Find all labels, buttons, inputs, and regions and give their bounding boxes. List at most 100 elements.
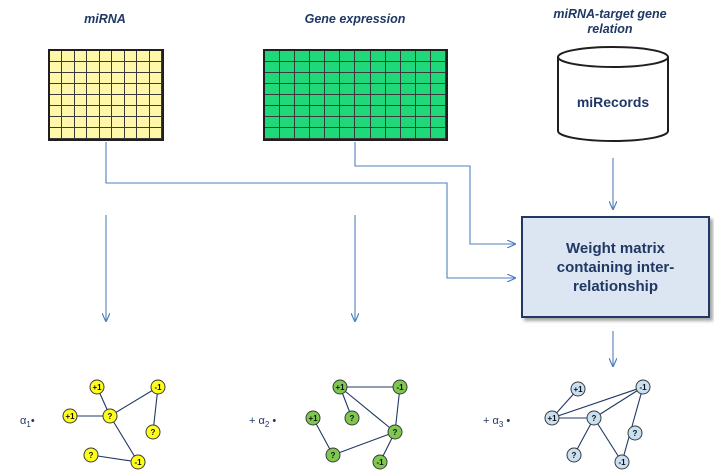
- matrix-cell: [355, 51, 371, 62]
- matrix-cell: [310, 84, 326, 95]
- network-edge: [593, 386, 644, 419]
- network-node: -1: [372, 454, 388, 470]
- matrix-cell: [99, 117, 113, 128]
- matrix-cell: [124, 106, 138, 117]
- matrix-cell: [74, 95, 88, 106]
- matrix-cell: [137, 117, 150, 128]
- matrix-cell: [280, 62, 296, 73]
- matrix-cell: [137, 128, 150, 139]
- matrix-cell: [385, 62, 401, 73]
- matrix-cell: [62, 128, 75, 139]
- matrix-cell: [87, 84, 100, 95]
- matrix-cell: [295, 51, 311, 62]
- matrix-cell: [310, 62, 326, 73]
- matrix-cell: [137, 106, 150, 117]
- network-edge: [394, 386, 401, 433]
- mirna-network: +1-1+1???-1: [62, 379, 166, 470]
- matrix-cell: [325, 95, 341, 106]
- matrix-cell: [280, 73, 296, 84]
- matrix-cell: [310, 73, 326, 84]
- matrix-cell: [74, 128, 88, 139]
- matrix-cell: [340, 106, 356, 117]
- matrix-cell: [325, 128, 341, 139]
- matrix-cell: [340, 117, 356, 128]
- matrix-cell: [280, 95, 296, 106]
- network-edge: [621, 386, 644, 463]
- matrix-cell: [124, 117, 138, 128]
- node-label: ?: [350, 414, 355, 423]
- matrix-cell: [370, 62, 386, 73]
- matrix-cell: [310, 128, 326, 139]
- node-label: -1: [618, 458, 626, 467]
- relation-title: miRNA-target gene relation: [553, 7, 667, 36]
- matrix-cell: [124, 62, 138, 73]
- node-label: ?: [108, 412, 113, 421]
- network-edge: [109, 415, 139, 463]
- gene-to-weight-connector: [354, 142, 515, 244]
- network-edge: [332, 431, 396, 456]
- matrix-cell: [430, 95, 446, 106]
- matrix-cell: [355, 84, 371, 95]
- matrix-cell: [265, 73, 281, 84]
- matrix-cell: [295, 62, 311, 73]
- matrix-cell: [295, 106, 311, 117]
- matrix-cell: [325, 73, 341, 84]
- matrix-cell: [112, 106, 125, 117]
- matrix-cell: [50, 106, 63, 117]
- matrix-cell: [310, 106, 326, 117]
- matrix-cell: [74, 62, 88, 73]
- matrix-cell: [87, 62, 100, 73]
- network-edge: [152, 386, 159, 433]
- matrix-cell: [430, 117, 446, 128]
- matrix-cell: [87, 117, 100, 128]
- matrix-cell: [355, 117, 371, 128]
- matrix-cell: [340, 95, 356, 106]
- matrix-cell: [87, 51, 100, 62]
- matrix-cell: [280, 84, 296, 95]
- matrix-cell: [370, 84, 386, 95]
- matrix-cell: [340, 51, 356, 62]
- matrix-cell: [62, 117, 75, 128]
- weight-matrix-box: Weight matrix containing inter-relations…: [521, 216, 710, 318]
- matrix-cell: [124, 84, 138, 95]
- matrix-cell: [280, 128, 296, 139]
- matrix-cell: [265, 84, 281, 95]
- matrix-cell: [62, 106, 75, 117]
- matrix-cell: [430, 62, 446, 73]
- network-edge: [551, 386, 644, 419]
- matrix-cell: [124, 73, 138, 84]
- matrix-cell: [112, 51, 125, 62]
- matrix-cell: [99, 51, 113, 62]
- matrix-cell: [385, 128, 401, 139]
- matrix-cell: [400, 62, 416, 73]
- matrix-cell: [62, 95, 75, 106]
- matrix-cell: [340, 62, 356, 73]
- network-node: +1: [305, 410, 321, 426]
- matrix-cell: [415, 73, 431, 84]
- network-node: +1: [570, 381, 586, 397]
- matrix-cell: [370, 51, 386, 62]
- matrix-cell: [99, 95, 113, 106]
- matrix-cell: [430, 106, 446, 117]
- database-cylinder: [557, 46, 669, 142]
- matrix-cell: [400, 51, 416, 62]
- node-label: -1: [396, 383, 404, 392]
- network-node: -1: [635, 379, 651, 395]
- alpha3-coefficient: + α3 •: [483, 415, 511, 430]
- node-label: -1: [376, 458, 384, 467]
- matrix-cell: [400, 95, 416, 106]
- matrix-cell: [400, 106, 416, 117]
- matrix-cell: [137, 84, 150, 95]
- node-label: -1: [154, 383, 162, 392]
- matrix-cell: [137, 73, 150, 84]
- matrix-cell: [280, 106, 296, 117]
- matrix-cell: [265, 62, 281, 73]
- matrix-cell: [112, 128, 125, 139]
- network-node: +1: [544, 410, 560, 426]
- matrix-cell: [50, 73, 63, 84]
- matrix-cell: [340, 84, 356, 95]
- network-node: ?: [387, 424, 403, 440]
- matrix-cell: [149, 84, 162, 95]
- matrix-cell: [265, 51, 281, 62]
- matrix-cell: [149, 128, 162, 139]
